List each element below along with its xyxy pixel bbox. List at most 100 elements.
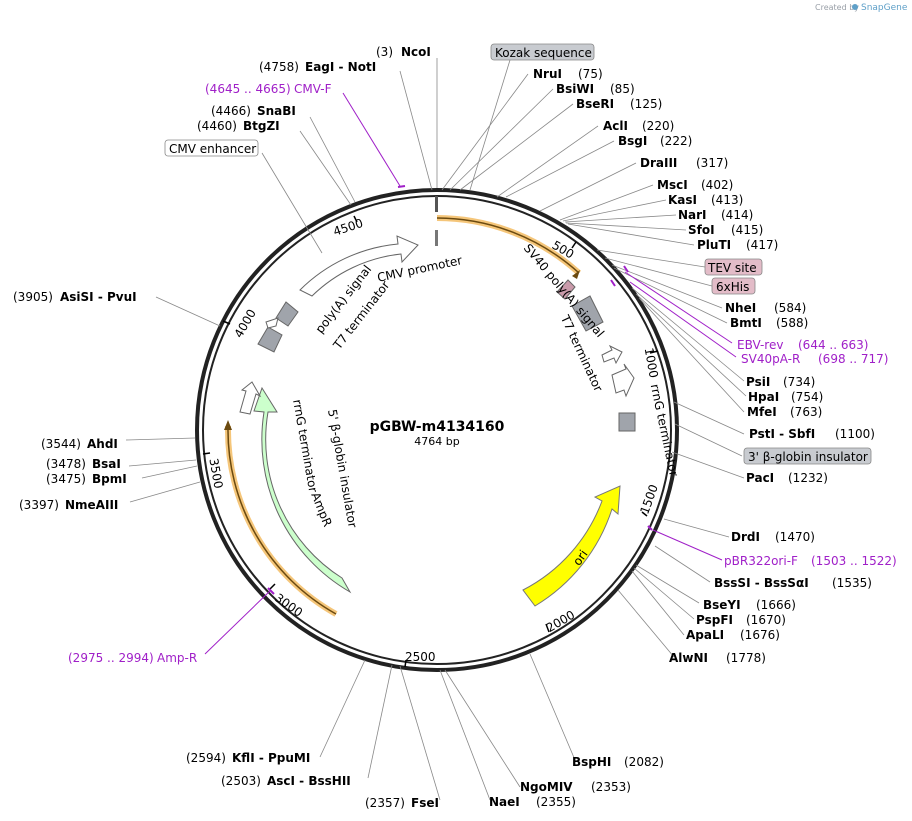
backbone-outer <box>195 188 679 672</box>
enzyme-bseri[interactable]: BseRI(125) <box>576 97 662 111</box>
enzyme-bsiwi[interactable]: BsiWI (85) <box>556 82 635 96</box>
enzyme-bsai[interactable]: (3478)BsaI <box>46 457 121 471</box>
tick-2500: 2500 <box>405 650 436 664</box>
svg-text:(3475): (3475) <box>46 472 86 486</box>
svg-text:CMV enhancer: CMV enhancer <box>169 142 256 156</box>
svg-text:DrdI: DrdI <box>731 530 760 544</box>
enzyme-paci[interactable]: PacI(1232) <box>746 471 828 485</box>
svg-text:6xHis: 6xHis <box>716 280 749 294</box>
enzyme-naei[interactable]: NaeI(2355) <box>489 795 576 809</box>
svg-text:(3397): (3397) <box>19 498 59 512</box>
svg-text:(4645 .. 4665): (4645 .. 4665) <box>205 82 291 96</box>
enzyme-drdi[interactable]: DrdI (1470) <box>731 530 815 544</box>
enzyme-psii[interactable]: PsiI(734) <box>746 375 815 389</box>
svg-text:HpaI: HpaI <box>748 390 779 404</box>
tick-marks <box>202 215 659 668</box>
tick-3500: 3500 <box>206 457 225 490</box>
enzyme-eagi-noti[interactable]: (4758) EagI - NotI <box>259 60 376 74</box>
enzyme-asci-bsshii[interactable]: (2503)AscI - BssHII <box>221 774 351 788</box>
enzyme-hpai[interactable]: HpaI (754) <box>748 390 823 404</box>
enzyme-ngomiv[interactable]: NgoMIV(2353) <box>520 780 631 794</box>
enzyme-acli[interactable]: AclI(220) <box>603 119 674 133</box>
svg-text:(85): (85) <box>610 82 635 96</box>
primer-pbr322ori-f[interactable]: pBR322ori-F(1503 .. 1522) <box>724 554 897 568</box>
enzyme-kasi[interactable]: KasI(413) <box>668 193 743 207</box>
primer-amp-r[interactable]: (2975 .. 2994)Amp-R <box>68 651 197 665</box>
svg-text:(414): (414) <box>721 208 753 222</box>
enzyme-pluti[interactable]: PluTI(417) <box>697 238 778 252</box>
svg-text:NaeI: NaeI <box>489 795 520 809</box>
svg-text:(1470): (1470) <box>775 530 815 544</box>
enzyme-bmti[interactable]: BmtI(588) <box>730 316 808 330</box>
enzyme-asisi-pvui[interactable]: (3905)AsiSI - PvuI <box>13 290 137 304</box>
svg-text:(2594): (2594) <box>186 751 226 765</box>
t7-terminator-block-left <box>257 326 283 353</box>
enzyme-bsphi[interactable]: BspHI(2082) <box>572 755 664 769</box>
enzyme-nmeaiii[interactable]: (3397)NmeAIII <box>19 498 118 512</box>
svg-text:(754): (754) <box>791 390 823 404</box>
kozak-box: Kozak sequence <box>490 43 595 61</box>
svg-text:ApaLI: ApaLI <box>686 628 724 642</box>
enzyme-pspfi[interactable]: PspFI(1670) <box>696 613 786 627</box>
enzyme-bpmi[interactable]: (3475)BpmI <box>46 472 127 486</box>
rrng-terminator-arrow-right-2 <box>611 363 635 398</box>
primer-ebv-rev[interactable]: EBV-rev (644 .. 663) <box>737 338 868 352</box>
enzyme-bseyi[interactable]: BseYI(1666) <box>703 598 796 612</box>
svg-text:(1666): (1666) <box>756 598 796 612</box>
enzyme-mfei[interactable]: MfeI(763) <box>747 405 822 419</box>
enzyme-bsgi[interactable]: BsgI(222) <box>618 134 692 148</box>
svg-text:(3478): (3478) <box>46 457 86 471</box>
svg-text:KflI - PpuMI: KflI - PpuMI <box>232 751 310 765</box>
selected-region-top-line <box>436 217 580 274</box>
svg-text:EBV-rev: EBV-rev <box>737 338 783 352</box>
svg-text:AhdI: AhdI <box>87 437 118 451</box>
primer-sv40pa-r[interactable]: SV40pA-R(698 .. 717) <box>741 352 888 366</box>
enzyme-ncoi[interactable]: (3)NcoI <box>376 45 431 59</box>
svg-text:(1778): (1778) <box>726 651 766 665</box>
enzyme-alwni[interactable]: AlwNI(1778) <box>669 651 766 665</box>
primer-cmv-f[interactable]: (4645 .. 4665)CMV-F <box>205 82 332 96</box>
svg-text:(2082): (2082) <box>624 755 664 769</box>
enzyme-nari[interactable]: NarI(414) <box>678 208 753 222</box>
enzyme-snabi[interactable]: (4466)SnaBI <box>211 104 296 118</box>
enzyme-nrui[interactable]: NruI(75) <box>533 67 603 81</box>
snapgene-logo-icon <box>852 4 858 10</box>
svg-text:(4466): (4466) <box>211 104 251 118</box>
svg-text:AclI: AclI <box>603 119 628 133</box>
enzyme-kfli-ppumi[interactable]: (2594) KflI - PpuMI <box>186 751 310 765</box>
svg-text:FseI: FseI <box>411 796 439 810</box>
enzyme-nhei[interactable]: NheI(584) <box>725 301 806 315</box>
svg-text:Kozak sequence: Kozak sequence <box>495 46 592 60</box>
svg-text:(4758): (4758) <box>259 60 299 74</box>
credit-brand: SnapGene <box>861 3 908 13</box>
svg-text:EagI - NotI: EagI - NotI <box>305 60 376 74</box>
tev-site-box: TEV site <box>704 258 763 276</box>
svg-text:PspFI: PspFI <box>696 613 733 627</box>
selected-arrowhead <box>572 270 580 279</box>
enzyme-ahdi[interactable]: (3544)AhdI <box>41 437 118 451</box>
svg-text:BsiWI: BsiWI <box>556 82 594 96</box>
enzyme-msci[interactable]: MscI(402) <box>657 178 733 192</box>
svg-text:AscI - BssHII: AscI - BssHII <box>267 774 351 788</box>
svg-text:(644 .. 663): (644 .. 663) <box>798 338 868 352</box>
enzyme-draiii[interactable]: DraIII(317) <box>640 156 728 170</box>
enzyme-bsssi[interactable]: BssSI - BssSαI(1535) <box>714 576 872 590</box>
cmv-promoter-label: CMV promoter <box>376 253 464 285</box>
enzyme-btgzi[interactable]: (4460) BtgZI <box>197 119 280 133</box>
enzyme-sfoi[interactable]: SfoI(415) <box>688 223 763 237</box>
svg-text:NgoMIV: NgoMIV <box>520 780 573 794</box>
svg-text:3' β-globin insulator: 3' β-globin insulator <box>748 450 868 464</box>
svg-text:(763): (763) <box>790 405 822 419</box>
globin3-insulator-box: 3' β-globin insulator <box>743 447 872 465</box>
leader-lines <box>125 58 747 801</box>
svg-text:BtgZI: BtgZI <box>243 119 280 133</box>
enzyme-apali[interactable]: ApaLI(1676) <box>686 628 780 642</box>
enzyme-fsei[interactable]: (2357)FseI <box>365 796 439 810</box>
enzyme-psti-sbfi[interactable]: PstI - SbfI(1100) <box>749 427 875 441</box>
svg-text:(3): (3) <box>376 45 393 59</box>
svg-text:BsgI: BsgI <box>618 134 647 148</box>
svg-text:(1100): (1100) <box>835 427 875 441</box>
svg-text:(4460): (4460) <box>197 119 237 133</box>
svg-text:TEV site: TEV site <box>707 261 757 275</box>
